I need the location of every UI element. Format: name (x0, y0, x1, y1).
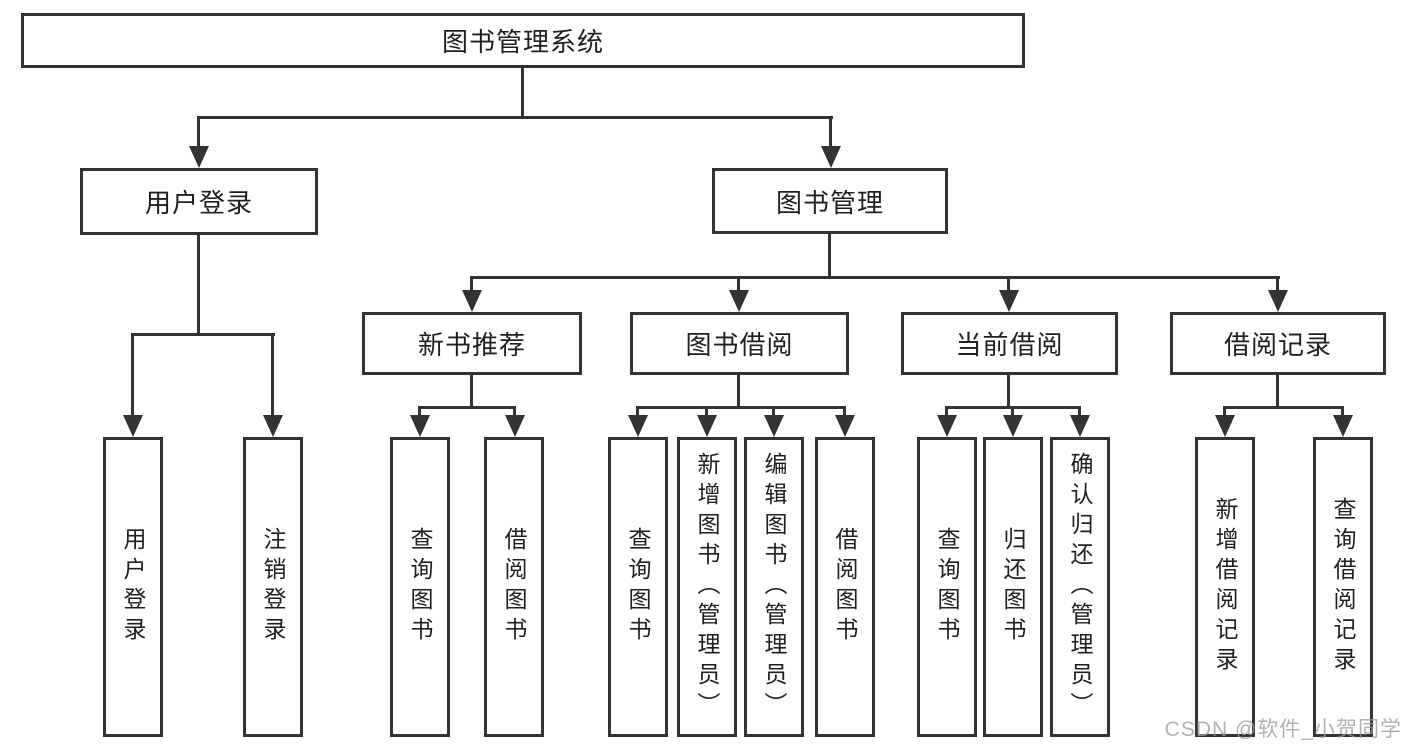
connector-line (829, 116, 832, 152)
leaf-query-borrow-record: 查询借阅记录 (1313, 437, 1373, 737)
node-current-borrowing: 当前借阅 (901, 312, 1118, 375)
leaf-label: 编辑图书（管理员） (761, 452, 787, 722)
arrowhead-down-icon (999, 290, 1019, 312)
leaf-label: 新增借阅记录 (1212, 497, 1238, 677)
node-label: 当前借阅 (955, 330, 1064, 360)
leaf-label: 确认归还（管理员） (1067, 452, 1093, 722)
connector-line (418, 406, 421, 420)
connector-line (1276, 276, 1279, 296)
leaf-borrow-books-recommend: 借阅图书 (484, 437, 544, 737)
arrowhead-down-icon (263, 415, 283, 437)
connector-line (1223, 406, 1344, 409)
connector-line (131, 333, 134, 418)
leaf-query-books-current: 查询图书 (917, 437, 977, 737)
leaf-edit-books-admin: 编辑图书（管理员） (744, 437, 804, 737)
connector-line (513, 406, 516, 420)
leaf-label: 新增图书（管理员） (694, 452, 720, 722)
leaf-borrow-books-borrowing: 借阅图书 (815, 437, 875, 737)
arrowhead-down-icon (1215, 415, 1235, 437)
connector-line (636, 406, 639, 420)
arrowhead-down-icon (189, 146, 209, 168)
node-label: 新书推荐 (417, 330, 526, 360)
connector-line (470, 276, 1280, 279)
connector-line (737, 276, 740, 296)
node-book-borrowing: 图书借阅 (630, 312, 849, 375)
connector-line (197, 116, 833, 119)
arrowhead-down-icon (697, 415, 717, 437)
arrowhead-down-icon (1003, 415, 1023, 437)
leaf-label: 查询图书 (407, 527, 433, 647)
leaf-add-borrow-record: 新增借阅记录 (1195, 437, 1255, 737)
leaf-add-books-admin: 新增图书（管理员） (677, 437, 737, 737)
node-book-management: 图书管理 (712, 168, 948, 234)
leaf-query-books-recommend: 查询图书 (390, 437, 450, 737)
connector-line (1011, 406, 1014, 420)
node-label: 用户登录 (144, 188, 253, 218)
node-label: 图书借阅 (685, 330, 794, 360)
leaf-query-books-borrowing: 查询图书 (608, 437, 668, 737)
connector-line (197, 235, 200, 336)
leaf-label: 注销登录 (260, 527, 286, 647)
arrowhead-down-icon (821, 146, 841, 168)
connector-line (521, 68, 524, 118)
leaf-confirm-return-admin: 确认归还（管理员） (1050, 437, 1110, 737)
arrowhead-down-icon (123, 415, 143, 437)
leaf-user-login: 用户登录 (103, 437, 163, 737)
arrowhead-down-icon (937, 415, 957, 437)
arrowhead-down-icon (1268, 290, 1288, 312)
connector-line (705, 406, 708, 420)
node-root-system: 图书管理系统 (21, 13, 1025, 68)
connector-line (636, 406, 846, 409)
leaf-label: 查询借阅记录 (1330, 497, 1356, 677)
arrowhead-down-icon (462, 290, 482, 312)
leaf-label: 查询图书 (625, 527, 651, 647)
connector-line (945, 406, 948, 420)
csdn-watermark: CSDN @软件_小贺同学 (1164, 718, 1402, 741)
connector-line (737, 375, 740, 409)
arrowhead-down-icon (764, 415, 784, 437)
node-new-book-recommendation: 新书推荐 (362, 312, 582, 375)
connector-line (131, 333, 275, 336)
connector-line (271, 333, 274, 418)
connector-line (470, 276, 473, 296)
node-label: 图书管理系统 (441, 27, 604, 57)
connector-line (1276, 375, 1279, 409)
connector-line (772, 406, 775, 420)
connector-line (418, 406, 516, 409)
leaf-label: 归还图书 (1000, 527, 1026, 647)
connector-line (1078, 406, 1081, 420)
connector-line (828, 234, 831, 279)
arrowhead-down-icon (729, 290, 749, 312)
connector-line (470, 375, 473, 409)
node-label: 借阅记录 (1223, 330, 1332, 360)
leaf-label: 借阅图书 (832, 527, 858, 647)
connector-line (1341, 406, 1344, 420)
arrowhead-down-icon (1070, 415, 1090, 437)
leaf-label: 查询图书 (934, 527, 960, 647)
node-borrowing-records: 借阅记录 (1170, 312, 1386, 375)
arrowhead-down-icon (628, 415, 648, 437)
node-label: 图书管理 (775, 187, 884, 218)
arrowhead-down-icon (1333, 415, 1353, 437)
leaf-label: 借阅图书 (501, 527, 527, 647)
leaf-return-books: 归还图书 (983, 437, 1043, 737)
connector-line (1223, 406, 1226, 420)
arrowhead-down-icon (410, 415, 430, 437)
connector-line (1007, 276, 1010, 296)
connector-line (197, 116, 200, 152)
node-user-login: 用户登录 (80, 168, 318, 235)
arrowhead-down-icon (835, 415, 855, 437)
connector-line (1007, 375, 1010, 409)
connector-line (843, 406, 846, 420)
leaf-label: 用户登录 (120, 527, 146, 647)
arrowhead-down-icon (505, 415, 525, 437)
leaf-logout-login: 注销登录 (243, 437, 303, 737)
